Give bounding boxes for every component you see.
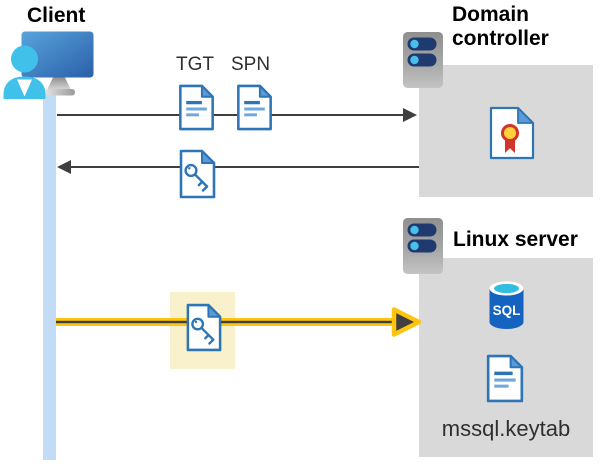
spn-document-icon	[237, 84, 272, 131]
sql-text: SQL	[493, 303, 521, 318]
client-title: Client	[27, 4, 86, 27]
certificate-document-icon	[489, 106, 535, 160]
domain-controller-title: Domain controller	[452, 3, 549, 51]
arrow-dc-to-client-head	[57, 160, 71, 174]
yellow-arrow-client-to-linux	[56, 307, 422, 337]
person-monitor-icon	[3, 31, 94, 99]
sql-database-icon: SQL	[489, 281, 524, 329]
tgt-label: TGT	[176, 54, 214, 75]
spn-label: SPN	[231, 54, 271, 75]
linux-server-title: Linux server	[453, 228, 578, 251]
arrow-client-to-dc-line	[57, 114, 404, 116]
domain-controller-server-icon	[403, 32, 443, 88]
tgt-document-icon	[179, 84, 214, 131]
keytab-label: mssql.keytab	[441, 416, 571, 441]
keytab-document-icon	[486, 354, 524, 403]
arrow-dc-to-client-line	[70, 166, 419, 168]
arrow-client-to-dc-head	[403, 108, 417, 122]
key-document-highlighted-icon	[186, 303, 222, 352]
linux-server-icon	[403, 218, 443, 274]
client-timeline-bar	[43, 93, 56, 460]
key-document-icon	[179, 149, 216, 199]
